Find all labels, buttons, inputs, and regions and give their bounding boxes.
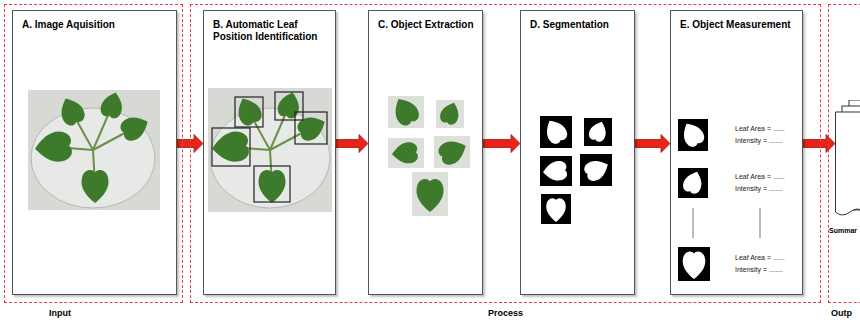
stage-region: OutpSummar <box>828 4 860 303</box>
extracted-leaves <box>391 141 418 164</box>
detection-photo <box>275 92 303 120</box>
measurement-label: Leaf Area = ...... <box>735 172 785 181</box>
extracted-leaves <box>434 136 470 168</box>
segmented-masks <box>540 156 572 186</box>
process-box: D. Segmentation <box>520 10 635 295</box>
measurement-label: Intensity = ....... <box>735 265 783 274</box>
measured-masks <box>681 169 705 196</box>
process-box: A. Image Aquisition <box>12 10 177 295</box>
process-box: B. Automatic Leaf Position Identificatio… <box>203 10 336 295</box>
detection-photo <box>211 131 250 164</box>
measured-masks <box>683 252 706 279</box>
segmented-masks <box>540 116 572 148</box>
detection-photo <box>232 94 264 128</box>
measured-masks <box>678 168 708 198</box>
measurement-label: Intensity = ....... <box>735 136 783 145</box>
document-caption: Summar <box>829 225 857 237</box>
measurement-label: Leaf Area = ...... <box>735 124 785 133</box>
flow-arrow <box>483 135 520 153</box>
plant-photo <box>81 170 108 203</box>
segmented-masks <box>582 156 612 184</box>
flow-arrow <box>635 135 670 153</box>
document-icon <box>835 100 860 222</box>
step-title: C. Object Extraction <box>378 19 474 31</box>
process-box: E. Object Measurement <box>670 10 803 295</box>
flow-arrow <box>803 135 835 153</box>
document-stack: Summar <box>835 100 860 222</box>
measured-masks <box>678 119 707 149</box>
segmented-masks <box>541 116 612 222</box>
page-outline <box>836 112 860 215</box>
detection-photo <box>208 88 332 212</box>
detection-photo <box>212 92 327 202</box>
stage-region: ProcessB. Automatic Leaf Position Identi… <box>190 4 821 303</box>
segmented-masks <box>541 116 570 146</box>
process-box: C. Object Extraction <box>368 10 483 295</box>
extracted-leaves <box>389 93 471 212</box>
segmented-masks <box>584 118 612 146</box>
segmented-masks <box>540 116 612 224</box>
stage-region: InputA. Image Aquisition <box>4 4 183 303</box>
segmented-masks <box>541 194 571 224</box>
measured-masks <box>678 119 708 151</box>
plant-photo <box>34 131 73 164</box>
detection-photo <box>295 112 327 144</box>
detection-photo <box>276 90 303 120</box>
region-label: Outp <box>831 307 852 319</box>
detection-photo <box>254 166 290 202</box>
extracted-leaves <box>438 100 462 127</box>
extracted-leaves <box>436 135 470 167</box>
segmented-masks <box>542 160 567 182</box>
segmented-masks <box>546 198 566 222</box>
detection-photo <box>295 111 329 143</box>
measured-masks <box>678 247 710 281</box>
detection-photo <box>235 97 263 127</box>
extracted-leaves <box>412 172 448 216</box>
extracted-leaves <box>388 93 470 216</box>
segmented-masks <box>587 119 609 144</box>
extracted-leaves <box>389 93 422 128</box>
extracted-leaves <box>388 138 424 168</box>
measurement-label: Leaf Area = ...... <box>735 253 785 262</box>
detection-photo <box>258 170 285 203</box>
plant-photo <box>118 111 152 143</box>
step-title: E. Object Measurement <box>680 19 794 31</box>
extracted-leaves <box>416 179 443 212</box>
region-label: Process <box>191 307 820 319</box>
measured-masks <box>678 119 707 279</box>
plant-photo <box>34 90 153 203</box>
plant-photo <box>28 90 160 210</box>
segmented-masks <box>580 154 612 186</box>
plant-photo <box>31 108 155 208</box>
region-label: Input <box>49 307 71 319</box>
measured-masks <box>678 119 710 281</box>
step-title: B. Automatic Leaf Position Identificatio… <box>213 19 327 43</box>
detection-photo <box>210 108 330 208</box>
measurement-label: Intensity = ....... <box>735 184 783 193</box>
step-title: A. Image Aquisition <box>22 19 168 31</box>
measured-masks <box>760 208 761 238</box>
measured-masks <box>693 208 760 238</box>
extracted-leaves <box>436 100 464 128</box>
flow-arrow <box>336 135 368 153</box>
plant-photo <box>99 90 126 120</box>
step-title: D. Segmentation <box>530 19 626 31</box>
detection-photo <box>211 90 330 203</box>
detection-photo <box>212 128 250 166</box>
measured-masks <box>693 208 694 238</box>
detection-photo <box>208 88 332 212</box>
segmented-masks <box>540 116 612 224</box>
plant-photo <box>28 90 160 210</box>
plant-photo <box>55 94 87 128</box>
